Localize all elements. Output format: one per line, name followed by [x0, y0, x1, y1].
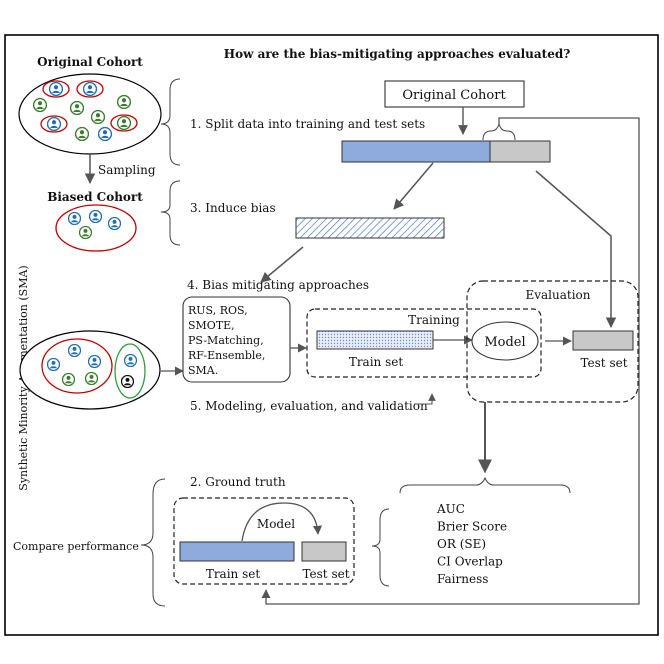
test-brace	[482, 122, 516, 141]
person-icon	[124, 354, 137, 367]
minority-ring	[110, 114, 138, 132]
ground-truth-train-bar	[179, 541, 295, 562]
original-cohort-people	[33, 80, 138, 141]
metrics-brace	[399, 476, 571, 494]
sampling-label: Sampling	[98, 163, 156, 177]
original-cohort-box-label: Original Cohort	[402, 88, 506, 103]
approach-item: RUS, ROS,	[188, 304, 248, 317]
approach-item: RF-Ensemble,	[188, 349, 265, 362]
person-icon	[75, 127, 89, 141]
person-icon	[88, 355, 101, 368]
step1-bracket	[160, 78, 181, 166]
evaluation-box	[466, 280, 639, 403]
person-icon	[121, 375, 134, 388]
diagram-title: How are the bias-mitigating approaches e…	[224, 47, 571, 61]
person-icon	[33, 98, 47, 112]
person-icon	[117, 116, 131, 130]
augmented-ring	[114, 343, 146, 399]
person-icon	[83, 82, 97, 96]
original-cohort-box	[384, 80, 525, 108]
ground-truth-train-label: Train set	[206, 567, 261, 581]
person-icon	[85, 372, 98, 385]
approaches-list: RUS, ROS, SMOTE, PS-Matching, RF-Ensemble, S…	[188, 304, 265, 377]
step3-label: 3. Induce bias	[190, 201, 276, 215]
original-cohort-title: Original Cohort	[37, 55, 143, 69]
metrics-left-bracket	[371, 508, 390, 587]
person-icon	[70, 101, 84, 115]
metric-item: CI Overlap	[437, 555, 503, 569]
feedback-loop-arrow	[261, 117, 640, 605]
person-icon	[117, 95, 131, 109]
metric-item: AUC	[436, 502, 465, 516]
biased-cohort-title: Biased Cohort	[47, 190, 143, 204]
metric-item: OR (SE)	[437, 537, 486, 551]
person-icon	[91, 110, 105, 124]
approach-item: SMA.	[188, 364, 218, 377]
person-icon	[49, 82, 63, 96]
model-label: Model	[484, 335, 525, 350]
sma-cohort-ellipse	[19, 330, 161, 410]
ground-truth-test-bar	[301, 541, 347, 562]
person-icon	[89, 210, 102, 223]
split-to-bias-arrow	[393, 162, 434, 210]
model-node	[471, 321, 539, 361]
evaluation-label: Evaluation	[525, 288, 590, 302]
person-icon	[47, 358, 60, 371]
compare-performance-label: Compare performance	[13, 540, 139, 553]
majority-ring	[41, 338, 113, 394]
ground-truth-test-label: Test set	[302, 567, 349, 581]
step5-arrow	[414, 393, 436, 405]
step1-label: 1. Split data into training and test set…	[190, 117, 425, 131]
metric-item: Fairness	[437, 572, 488, 586]
training-label: Training	[408, 313, 460, 327]
ground-truth-box	[173, 497, 355, 585]
step2-label: 2. Ground truth	[190, 475, 286, 489]
bias-to-approaches-arrow	[260, 246, 304, 283]
training-split-bar	[341, 140, 491, 163]
training-box	[306, 308, 542, 378]
person-icon	[68, 344, 81, 357]
approach-item: SMOTE,	[188, 319, 235, 332]
ground-truth-model-arrow	[241, 502, 323, 542]
metric-item: Brier Score	[437, 520, 507, 534]
approach-item: PS-Matching,	[188, 334, 264, 347]
test-set-label: Test set	[580, 356, 627, 370]
approaches-box	[182, 296, 291, 383]
person-icon	[79, 226, 92, 239]
step3-bracket	[160, 180, 181, 246]
minority-ring	[40, 115, 68, 133]
person-icon	[68, 212, 81, 225]
minority-ring	[76, 80, 104, 98]
train-set-bar	[316, 330, 434, 350]
compare-bracket	[140, 478, 166, 607]
step5-label: 5. Modeling, evaluation, and validation	[190, 399, 428, 413]
step4-label: 4. Bias mitigating approaches	[187, 278, 369, 292]
test-to-testset-arrow	[535, 170, 617, 329]
person-icon	[108, 217, 121, 230]
ground-truth-model-label: Model	[257, 517, 295, 531]
sma-cohort-people	[41, 338, 146, 399]
test-split-bar	[489, 140, 551, 163]
person-icon	[47, 117, 61, 131]
minority-ring	[42, 80, 70, 98]
biased-training-bar	[295, 217, 445, 239]
person-icon	[98, 127, 112, 141]
outer-frame	[4, 34, 659, 636]
person-icon	[62, 373, 75, 386]
test-set-bar	[572, 330, 634, 351]
train-set-label: Train set	[349, 355, 404, 369]
